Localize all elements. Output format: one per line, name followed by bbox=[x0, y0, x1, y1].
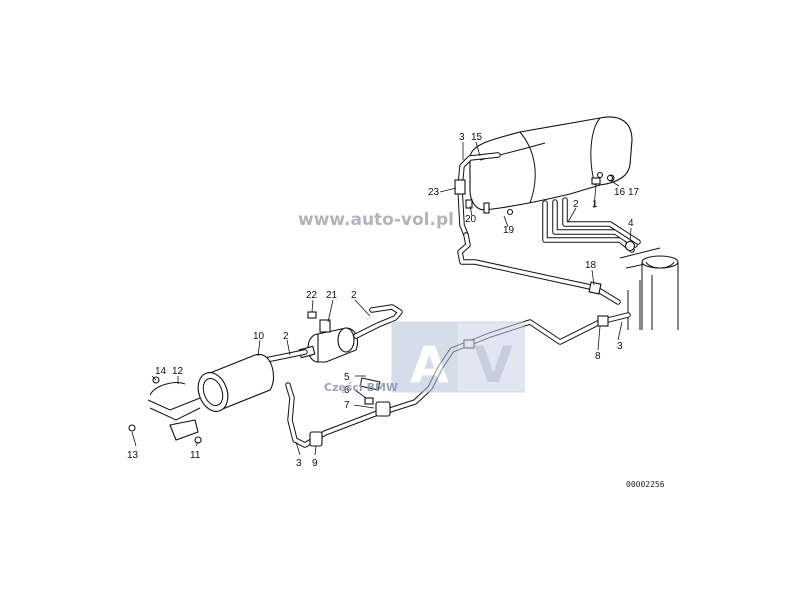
callout-23: 23 bbox=[428, 187, 440, 198]
logo-letter-a: A bbox=[410, 336, 449, 394]
callout-6: 6 bbox=[344, 385, 350, 396]
callout-18: 18 bbox=[585, 260, 597, 271]
filter-bracket bbox=[128, 376, 202, 444]
callout-3-right: 3 bbox=[617, 341, 623, 352]
callout-3: 3 bbox=[459, 132, 465, 143]
callout-7: 7 bbox=[344, 400, 350, 411]
callout-17: 17 bbox=[628, 187, 640, 198]
callout-9: 9 bbox=[312, 458, 318, 469]
logo-letter-v: V bbox=[474, 336, 513, 394]
callout-1: 1 bbox=[592, 199, 598, 210]
callout-22: 22 bbox=[306, 290, 318, 301]
callout-2: 2 bbox=[573, 199, 579, 210]
callout-13: 13 bbox=[127, 450, 139, 461]
callout-labels: 3 15 23 20 19 2 1 16 17 4 18 8 3 22 21 2… bbox=[127, 132, 640, 469]
callout-21: 21 bbox=[326, 290, 338, 301]
watermark-caption: Części BMW bbox=[324, 381, 398, 394]
tank-pipes bbox=[542, 197, 666, 330]
filler-neck bbox=[641, 255, 679, 330]
callout-15: 15 bbox=[471, 132, 483, 143]
callout-4: 4 bbox=[628, 218, 634, 229]
fuel-tank bbox=[469, 116, 633, 211]
callout-16: 16 bbox=[614, 187, 626, 198]
callout-14: 14 bbox=[155, 366, 167, 377]
vent-hose bbox=[454, 152, 501, 238]
callout-2-pump: 2 bbox=[351, 290, 357, 301]
callout-10: 10 bbox=[253, 331, 265, 342]
diagram-reference-code: 00002256 bbox=[626, 480, 665, 489]
fuel-filter bbox=[197, 354, 274, 412]
callout-3-bottom: 3 bbox=[296, 458, 302, 469]
leader-lines bbox=[131, 141, 632, 456]
watermark-logo: A V bbox=[391, 321, 525, 394]
fuel-line-18 bbox=[457, 232, 621, 305]
fuel-pump bbox=[298, 304, 403, 363]
watermark-site: www.auto-vol.pl bbox=[298, 210, 454, 230]
callout-19: 19 bbox=[503, 225, 515, 236]
callout-11: 11 bbox=[190, 450, 201, 461]
callout-12: 12 bbox=[172, 366, 184, 377]
callout-2-mid: 2 bbox=[283, 331, 289, 342]
callout-8: 8 bbox=[595, 351, 601, 362]
hose-mid bbox=[263, 349, 308, 363]
callout-5: 5 bbox=[344, 372, 350, 383]
callout-20: 20 bbox=[465, 214, 477, 225]
